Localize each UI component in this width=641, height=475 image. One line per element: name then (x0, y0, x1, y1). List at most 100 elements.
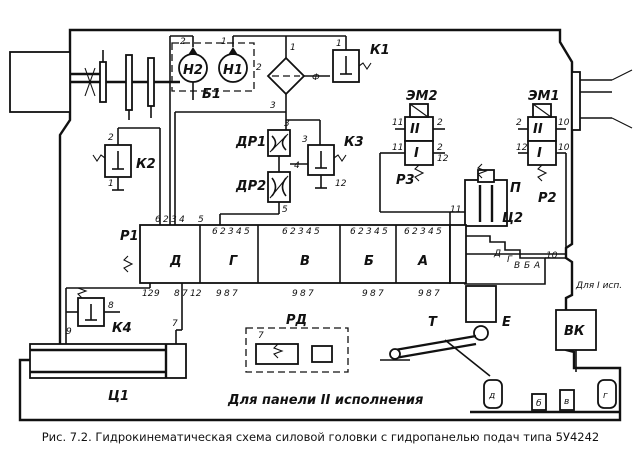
pump-unit-label: Б1 (202, 87, 221, 102)
valve-k4: К4 8 9 (65, 283, 151, 344)
c2-label: Ц2 (502, 211, 523, 226)
sec-v-port-3: 3 (298, 227, 304, 237)
solenoid-valve-em1: II I ЭМ1 2 12 10 10 Р2 (516, 89, 570, 255)
lever-t-label: Т (428, 315, 438, 330)
filter-port-2: 2 (256, 63, 262, 73)
sec-b-port-7: 7 (378, 289, 384, 299)
filter-port-3: 3 (270, 101, 276, 111)
cylinder-c2: П Ц2 11 10 Д Г В Б А Е (450, 163, 566, 341)
cylinder-c1-port-7: 7 (172, 319, 178, 329)
valve-k4-port-9: 9 (66, 327, 72, 337)
throttle-dr2-label: ДР2 (235, 179, 266, 194)
throttle-port-5: 5 (282, 205, 288, 215)
valve-k3-port-12: 12 (335, 179, 347, 189)
pump-h1-port: 1 (221, 37, 227, 47)
sec-g-port-9: 9 (216, 289, 222, 299)
em2-port-11b: 11 (392, 143, 403, 153)
pump-unit-b1: Н2 Н1 Б1 2 1 (169, 35, 286, 225)
panel-port-4: 4 (179, 215, 185, 225)
relay-rd-label: РД (286, 313, 307, 328)
em1-port-12: 12 (516, 143, 528, 153)
em1-pos-i: I (537, 146, 542, 161)
lever-t: Т (380, 315, 491, 377)
em2-port-2b: 2 (437, 143, 443, 153)
valve-k1-port: 1 (336, 39, 342, 49)
valve-k1-label: К1 (370, 43, 390, 58)
c2-port-10: 10 (546, 251, 558, 261)
valve-p2-label: Р2 (538, 191, 557, 206)
em2-port-2a: 2 (437, 118, 443, 128)
panel-left-8: 8 (174, 289, 180, 299)
sec-v-port-8: 8 (300, 289, 306, 299)
section-b: Б (364, 254, 374, 269)
panel-left-12b: 12 (190, 289, 202, 299)
throttle-port-4: 4 (294, 161, 300, 171)
panel-ii-note: Для панели II исполнения (227, 393, 423, 408)
panel-left-7: 7 (182, 289, 188, 299)
cylinder-c1-label: Ц1 (108, 389, 129, 404)
valve-k2: К2 2 1 (92, 127, 161, 225)
sec-g-port-4: 4 (236, 227, 242, 237)
filter-mark: Ф (312, 73, 320, 83)
sec-v-port-9: 9 (292, 289, 298, 299)
panel-p1: Р1 Д Г В Б А 6 2 3 4 5 6 2 3 4 5 6 2 3 4… (120, 212, 566, 299)
e-label: Е (502, 315, 511, 330)
sec-g-port-5: 5 (244, 227, 250, 237)
throttle-port-3: 3 (284, 119, 290, 129)
pressure-relay-rd: РД 7 (245, 313, 349, 373)
section-g: Г (229, 254, 238, 269)
sec-g-port-2: 2 (220, 227, 226, 237)
pump-h1-label: Н1 (223, 63, 243, 78)
filter-port-1: 1 (290, 43, 296, 53)
filter: 1 2 3 Ф (256, 36, 330, 112)
sec-g-port-3: 3 (228, 227, 234, 237)
sec-g-port-8: 8 (224, 289, 230, 299)
em2-pos-i: I (414, 146, 419, 161)
sec-b-port-2: 2 (358, 227, 364, 237)
sec-v-port-6: 6 (282, 227, 288, 237)
sec-a-port-2: 2 (412, 227, 418, 237)
c2-p-label: П (510, 181, 521, 196)
pump-h2-arrow (188, 47, 198, 55)
em2-port-12: 12 (437, 154, 449, 164)
valve-k1: К1 1 (286, 35, 390, 83)
pressure-line (174, 111, 321, 225)
pump-h1-arrow (228, 47, 238, 55)
sec-a-port-3: 3 (420, 227, 426, 237)
c2-port-11: 11 (450, 205, 461, 215)
valve-p3-label: Р3 (396, 173, 415, 188)
em1-port-10a: 10 (558, 118, 570, 128)
panel-port-5: 5 (198, 215, 204, 225)
em2-pos-ii: II (410, 122, 420, 137)
sec-g-port-7: 7 (232, 289, 238, 299)
sec-b-port-4: 4 (374, 227, 380, 237)
panel-left-9: 9 (154, 289, 160, 299)
panel-port-2: 2 (163, 215, 169, 225)
relay-rd-port-7: 7 (258, 331, 264, 341)
stops-rail: д б в г (470, 379, 620, 414)
sec-b-port-6: 6 (350, 227, 356, 237)
vk-note: Для I исп. (575, 281, 622, 291)
c2-cam-g: Г (507, 255, 513, 265)
valve-k4-label: К4 (112, 321, 132, 336)
c2-cam-v: В (514, 261, 520, 271)
pump-h2-label: Н2 (183, 63, 203, 78)
em2-port-11a: 11 (392, 118, 403, 128)
stop-g: г (603, 391, 608, 401)
section-a: А (417, 254, 428, 269)
em2-label: ЭМ2 (406, 89, 438, 104)
c2-cam-a: А (533, 261, 540, 271)
sec-a-port-9: 9 (418, 289, 424, 299)
sec-v-port-4: 4 (306, 227, 312, 237)
stop-v: в (564, 397, 569, 407)
sec-v-port-2: 2 (290, 227, 296, 237)
section-d: Д (169, 254, 182, 269)
em1-pos-ii: II (533, 122, 543, 137)
valve-k3-port-3: 3 (302, 135, 308, 145)
limit-switch-vk: ВК Для I исп. (555, 281, 622, 372)
sec-a-port-8: 8 (426, 289, 432, 299)
cylinder-c1: Ц1 7 (29, 283, 187, 404)
sec-a-port-7: 7 (434, 289, 440, 299)
sec-v-port-7: 7 (308, 289, 314, 299)
